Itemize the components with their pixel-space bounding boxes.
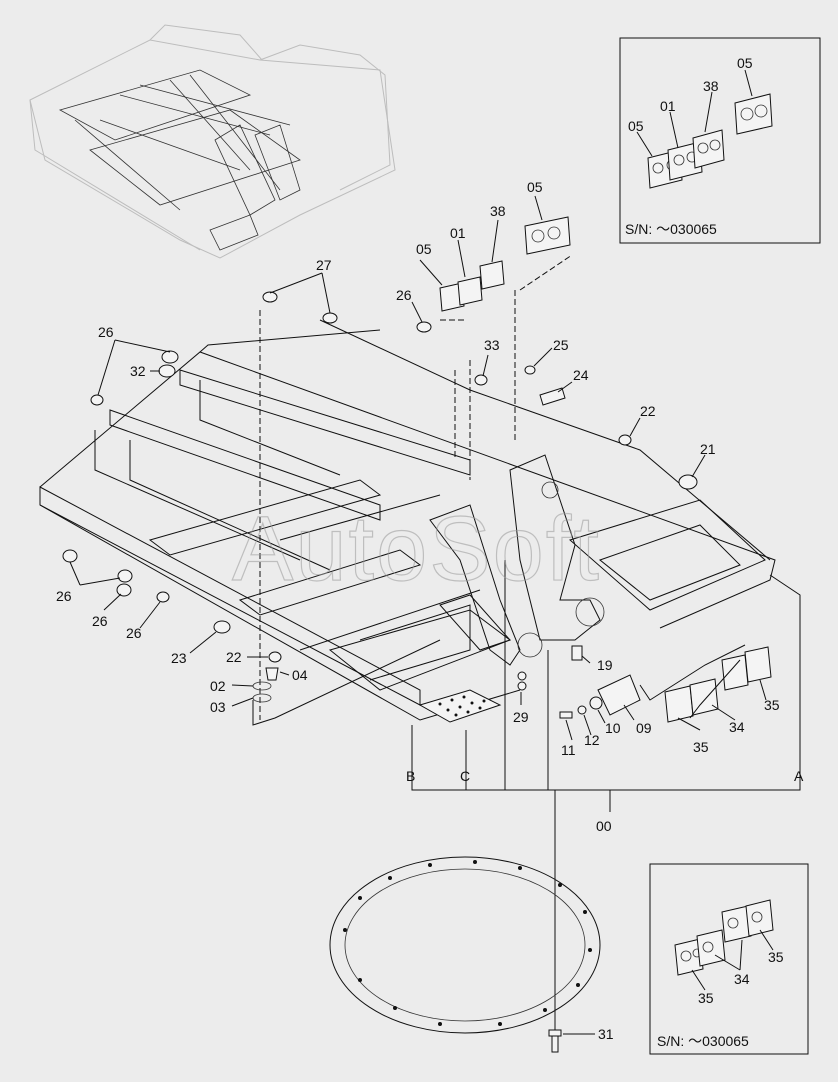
inset-bottom-label-34: 34 (734, 971, 750, 987)
callout-33: 33 (484, 337, 500, 353)
inset-top-label-05b: 05 (737, 55, 753, 71)
callout-26c: 26 (56, 588, 72, 604)
callout-21: 21 (700, 441, 716, 457)
shim-plate-38 (692, 129, 725, 169)
grommet-32 (158, 364, 176, 378)
callout-26e: 26 (126, 625, 142, 641)
pin-29b (517, 681, 527, 691)
bushing-19 (571, 645, 583, 661)
inset-top-label-01: 01 (660, 98, 676, 114)
grommet-23 (213, 620, 231, 634)
washer-10 (589, 696, 603, 710)
grommet-26d (62, 549, 78, 563)
grommet-27b (322, 312, 338, 324)
grommet-21 (678, 474, 698, 490)
bolt-04 (265, 667, 279, 681)
callout-26b: 26 (98, 324, 114, 340)
callout-34: 34 (729, 719, 745, 735)
inset-bottom: 35 34 35 S/N: ～030065 (649, 863, 809, 1055)
shims-upper (419, 195, 573, 440)
callout-26a: 26 (396, 287, 412, 303)
pin-09 (597, 674, 641, 716)
grommet-26a (416, 321, 432, 333)
grommet-25 (524, 365, 536, 375)
grommet-26c (90, 394, 104, 406)
inset-bottom-serial: S/N: ～030065 (657, 1033, 749, 1049)
inset-bottom-label-35b: 35 (768, 949, 784, 965)
callout-23: 23 (171, 650, 187, 666)
callout-22a: 22 (640, 403, 656, 419)
callout-25: 25 (553, 337, 569, 353)
callout-12: 12 (584, 732, 600, 748)
callout-00: 00 (596, 818, 612, 834)
callout-22b: 22 (226, 649, 242, 665)
upper-frame (39, 310, 776, 723)
inset-shim-34 (696, 929, 726, 967)
leader-lines (69, 272, 801, 1030)
grommet-26b (161, 350, 179, 364)
callout-03: 03 (210, 699, 226, 715)
grommet-22b (268, 651, 282, 663)
bolt-11 (559, 711, 573, 719)
pin-29a (517, 671, 527, 681)
callout-05a: 05 (416, 241, 432, 257)
callout-24: 24 (573, 367, 589, 383)
shim-35b (721, 654, 749, 691)
step-plate (418, 689, 502, 723)
callout-11: 11 (561, 742, 576, 758)
clamp-03 (252, 693, 272, 703)
callout-35a: 35 (693, 739, 709, 755)
callout-19: 19 (597, 657, 613, 673)
inset-top-label-38: 38 (703, 78, 719, 94)
bolt-31 (548, 1029, 595, 1053)
grommet-33 (474, 374, 488, 386)
shim-plate-05b (734, 93, 773, 135)
inset-top: 05 01 38 05 S/N: ～030065 (619, 37, 821, 244)
callout-05b: 05 (527, 179, 543, 195)
watermark: AutoSoft (232, 498, 601, 600)
callout-29: 29 (513, 709, 529, 725)
ref-c: C (460, 768, 470, 784)
grommets (62, 291, 772, 723)
inset-top-label-05a: 05 (628, 118, 644, 134)
callout-26d: 26 (92, 613, 108, 629)
machine-thumbnail (29, 24, 396, 259)
swing-bearing-ring (329, 856, 601, 1034)
washer-12 (577, 705, 587, 715)
inset-shim-35c (745, 899, 774, 937)
inset-shim-35a (674, 938, 704, 976)
ref-b: B (406, 768, 415, 784)
shim-34 (689, 678, 719, 716)
inset-top-serial: S/N: ～030065 (625, 221, 717, 237)
clamp-02 (252, 681, 272, 691)
ref-a: A (794, 768, 804, 784)
callout-31: 31 (598, 1026, 614, 1042)
callout-02: 02 (210, 678, 226, 694)
callout-38: 38 (490, 203, 506, 219)
callout-04: 04 (292, 667, 308, 683)
shim-35c (744, 646, 772, 683)
callout-27: 27 (316, 257, 332, 273)
cover-24 (539, 387, 566, 406)
grommet-27a (262, 291, 278, 303)
shim-35a (664, 685, 694, 723)
callout-10: 10 (605, 720, 621, 736)
callout-32: 32 (130, 363, 146, 379)
callout-35b: 35 (764, 697, 780, 713)
callout-labels: 05 01 38 05 27 26 26 32 33 25 24 22 21 2… (56, 179, 804, 1042)
grommet-26f (116, 583, 132, 597)
grommet-26e (117, 569, 133, 583)
callout-09: 09 (636, 720, 652, 736)
callout-01: 01 (450, 225, 466, 241)
grommet-22a (618, 434, 632, 446)
grommet-26g (156, 591, 170, 603)
inset-bottom-label-35a: 35 (698, 990, 714, 1006)
